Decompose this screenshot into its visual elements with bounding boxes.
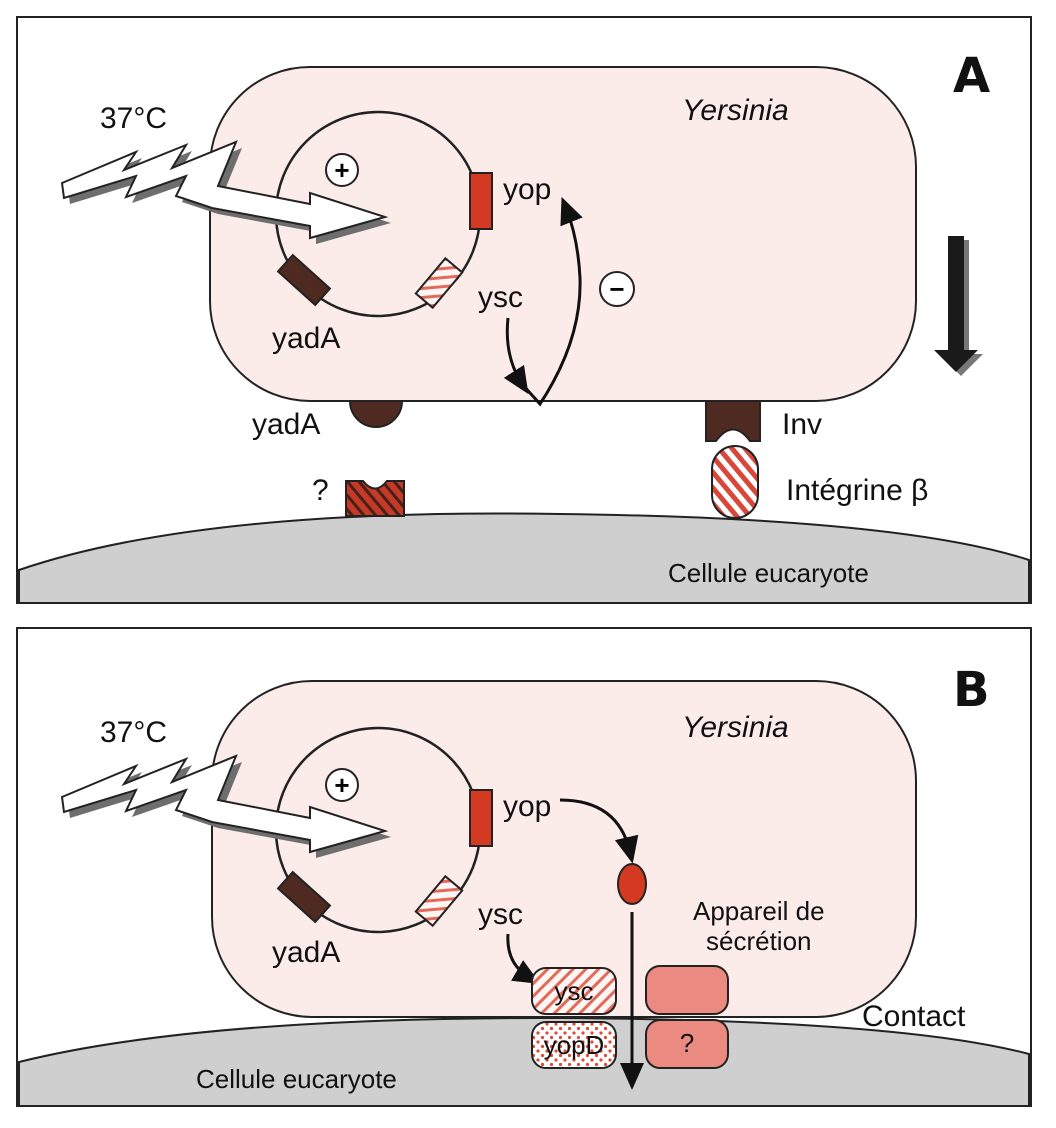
ysc-gene-label: ysc <box>478 898 523 931</box>
yada-gene <box>276 253 332 307</box>
secretion-label-line1: Appareil de <box>693 896 825 926</box>
yopd-box-label: yopD <box>544 1030 605 1060</box>
temperature-label: 37°C <box>100 102 167 135</box>
secretion-label-line2: sécrétion <box>706 926 812 956</box>
panel-a-letter: A <box>953 48 990 104</box>
unknown-host-receptor-box <box>645 1019 729 1069</box>
host-cell-membrane <box>18 1016 1030 1107</box>
yada-gene-label: yadA <box>272 936 340 969</box>
unknown-box-label: ? <box>680 1028 694 1058</box>
temperature-label: 37°C <box>100 716 167 749</box>
surface-yada-label: yadA <box>252 408 320 441</box>
plus-regulation-icon <box>325 768 359 802</box>
minus-regulation-icon <box>599 271 635 307</box>
plus-sign: + <box>334 155 349 185</box>
ysc-box <box>531 967 617 1015</box>
yop-gene <box>469 789 493 847</box>
yop-gene <box>469 172 493 230</box>
bacterium-cell <box>209 66 917 402</box>
bacterium-cell <box>211 680 917 1018</box>
ysc-gene-label: ysc <box>478 281 523 314</box>
bacterium-label: Yersinia <box>682 711 789 744</box>
ysc-box-label: ysc <box>555 976 594 1006</box>
ysc-assembly-arrow <box>506 933 541 985</box>
yop-protein <box>617 863 647 905</box>
ysc-gene <box>414 874 464 928</box>
inv-label: Inv <box>782 408 822 441</box>
ysc-arrow <box>503 317 529 395</box>
yada-gene-label: yadA <box>272 322 340 355</box>
host-cell-membrane <box>18 512 1030 604</box>
host-cell-label: Cellule eucaryote <box>668 558 869 588</box>
host-cell-label: Cellule eucaryote <box>196 1064 397 1094</box>
down-arrow <box>934 236 978 372</box>
yop-gene-label: yop <box>503 790 551 823</box>
bacterium-label: Yersinia <box>682 94 789 127</box>
unknown-receptor <box>345 480 405 517</box>
plus-sign: + <box>334 770 349 800</box>
yop-gene-label: yop <box>503 173 551 206</box>
secretion-partner-box <box>645 965 729 1015</box>
yop-secretion-arrow <box>559 798 639 864</box>
heat-signal-arrow <box>60 754 389 854</box>
surface-yada <box>348 400 404 428</box>
integrin-beta <box>711 445 759 519</box>
feedback-arrow <box>520 196 583 407</box>
panel-a: A Cellule eucaryote Yersinia + yop ysc y… <box>16 16 1032 604</box>
contact-label: Contact <box>862 1000 966 1033</box>
yopd-box <box>531 1021 617 1069</box>
integrin-label: Intégrine β <box>786 474 928 507</box>
heat-signal-arrow <box>60 140 389 240</box>
unknown-receptor-label: ? <box>312 474 329 507</box>
ysc-gene <box>414 256 464 310</box>
minus-sign: − <box>609 274 624 304</box>
yada-gene <box>276 870 332 924</box>
panel-b-letter: B <box>953 662 990 718</box>
invasin <box>705 400 761 442</box>
plus-regulation-icon <box>325 153 359 187</box>
panel-b: B Yersinia Cellule eucaryote + yop ysc y… <box>16 627 1032 1107</box>
